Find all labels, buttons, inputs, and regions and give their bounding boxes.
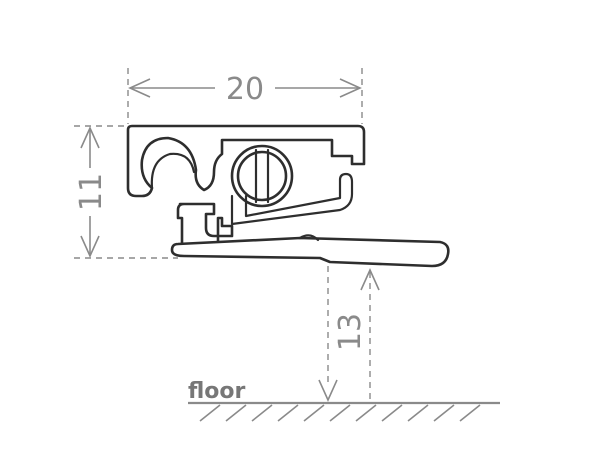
height-arrow-top	[80, 126, 100, 149]
gap-arrow-down	[318, 379, 338, 402]
height-arrow-bottom	[80, 235, 100, 258]
gap-dimension: 13	[318, 266, 380, 402]
inner-clip	[230, 172, 354, 226]
screw-head-inner	[236, 150, 288, 202]
profile-housing	[126, 124, 366, 198]
floor-label: floor	[188, 379, 246, 404]
t-slot	[176, 202, 234, 246]
gap-label: 13	[333, 313, 368, 351]
width-label: 20	[226, 72, 264, 107]
seal-profile	[126, 124, 450, 268]
width-arrow-right	[339, 78, 362, 98]
width-arrow-left	[128, 78, 151, 98]
floor: floor	[188, 379, 500, 422]
height-dimension: 11	[74, 125, 178, 259]
gap-arrow-up	[360, 268, 380, 291]
sealing-blade	[170, 236, 450, 268]
floor-hatching	[199, 404, 481, 422]
gasket-chamber	[150, 152, 196, 190]
width-dimension: 20	[127, 68, 363, 124]
height-label: 11	[74, 173, 109, 211]
blade-hinge	[298, 234, 320, 242]
